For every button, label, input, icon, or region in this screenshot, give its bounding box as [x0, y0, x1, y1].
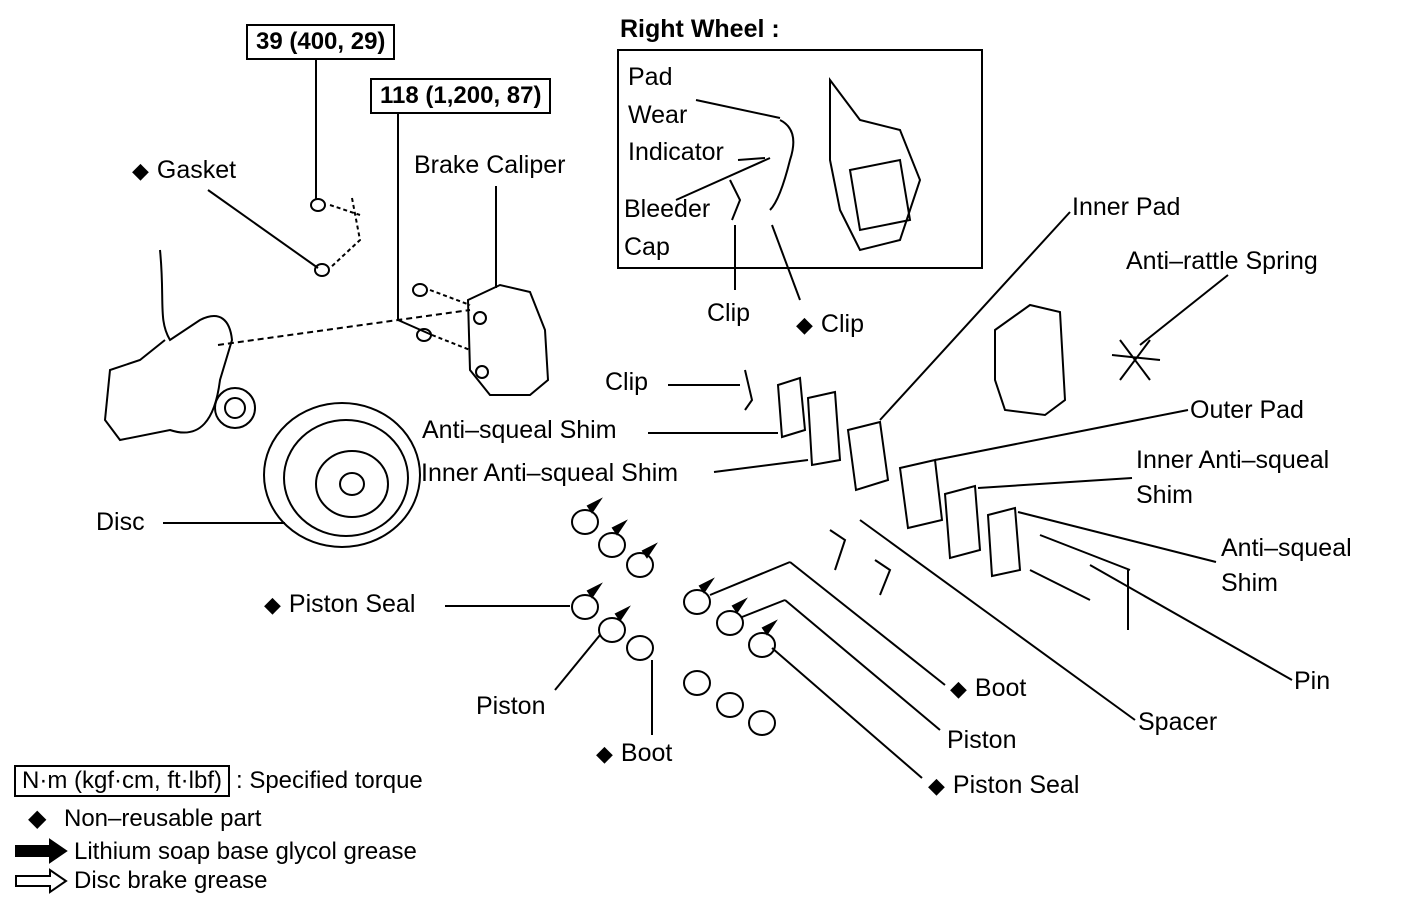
outer-pad-shape — [898, 458, 944, 530]
diamond-icon: ◆ — [596, 741, 613, 766]
label-inner-anti-squeal-right-2: Shim — [1136, 481, 1193, 509]
legend-torque-text: : Specified torque — [235, 767, 423, 794]
inset-pad: Pad — [628, 63, 673, 91]
legend-torque-box: N·m (kgf·cm, ft·lbf) — [14, 765, 230, 797]
label-clip-left: Clip — [605, 368, 649, 396]
diamond-icon: ◆ — [264, 592, 281, 617]
label-anti-squeal-right-2: Shim — [1221, 569, 1278, 597]
inner-anti-squeal-shim-left — [806, 390, 842, 467]
inset-indicator: Indicator — [628, 138, 724, 166]
label-piston-right: Piston — [947, 726, 1017, 754]
label-anti-squeal-shim-left: Anti–squeal Shim — [422, 416, 617, 444]
label-gasket: ◆ Gasket — [132, 155, 236, 186]
label-piston-left: Piston — [476, 692, 546, 720]
label-clip-nonreusable: ◆ Clip — [796, 309, 864, 340]
label-clip-inset: Clip — [707, 299, 751, 327]
label-inner-pad: Inner Pad — [1072, 193, 1181, 221]
diamond-icon: ◆ — [928, 773, 945, 798]
label-boot-left: ◆ Boot — [596, 738, 672, 769]
inset-bleeder: Bleeder — [624, 195, 711, 223]
label-anti-squeal-right-1: Anti–squeal — [1221, 534, 1352, 562]
label-pin: Pin — [1294, 667, 1331, 695]
diamond-icon: ◆ — [132, 158, 149, 183]
legend-non-reusable-text: Non–reusable part — [64, 805, 262, 832]
label-piston-seal-left-text: Piston Seal — [288, 590, 416, 618]
diamond-icon: ◆ — [796, 312, 813, 337]
legend-lithium-text: Lithium soap base glycol grease — [74, 838, 417, 865]
label-clip-nonreusable-text: Clip — [820, 310, 864, 338]
label-piston-seal-left: ◆ Piston Seal — [264, 589, 415, 620]
inset-wear: Wear — [628, 101, 688, 129]
right-caliper-body — [994, 303, 1067, 417]
label-disc: Disc — [96, 508, 145, 536]
label-piston-seal-right-text: Piston Seal — [952, 771, 1080, 799]
legend-torque: N·m (kgf·cm, ft·lbf) : Specified torque — [14, 765, 423, 797]
label-piston-seal-right: ◆ Piston Seal — [928, 770, 1079, 801]
brake-disc — [263, 402, 421, 548]
label-spacer: Spacer — [1138, 708, 1218, 736]
inner-pad-shape — [846, 420, 890, 492]
inset-cap: Cap — [624, 233, 670, 261]
legend-disc-grease: Disc brake grease — [74, 867, 267, 895]
inset-frame — [617, 49, 983, 269]
legend-lithium: Lithium soap base glycol grease — [74, 838, 417, 866]
label-boot-right-text: Boot — [974, 674, 1027, 702]
anti-squeal-shim-left — [776, 376, 807, 439]
brake-caliper-body — [466, 283, 550, 396]
legend-disc-grease-text: Disc brake grease — [74, 867, 268, 894]
label-inner-anti-squeal-right-1: Inner Anti–squeal — [1136, 446, 1330, 474]
label-outer-pad: Outer Pad — [1190, 396, 1304, 424]
torque-spec-118: 118 (1,200, 87) — [370, 78, 552, 114]
label-brake-caliper: Brake Caliper — [414, 151, 566, 179]
diamond-icon: ◆ — [950, 676, 967, 701]
torque-spec-39: 39 (400, 29) — [246, 24, 396, 60]
inset-title: Right Wheel : — [620, 15, 780, 43]
label-anti-rattle-spring: Anti–rattle Spring — [1126, 247, 1318, 275]
label-boot-left-text: Boot — [620, 739, 673, 767]
legend-non-reusable: ◆ Non–reusable part — [28, 805, 261, 833]
label-gasket-text: Gasket — [156, 156, 237, 184]
anti-rattle-spring — [1111, 339, 1161, 381]
label-boot-right: ◆ Boot — [950, 673, 1026, 704]
label-inner-anti-squeal-shim-left: Inner Anti–squeal Shim — [421, 459, 679, 487]
steering-knuckle — [103, 249, 234, 442]
diamond-icon: ◆ — [28, 805, 47, 832]
